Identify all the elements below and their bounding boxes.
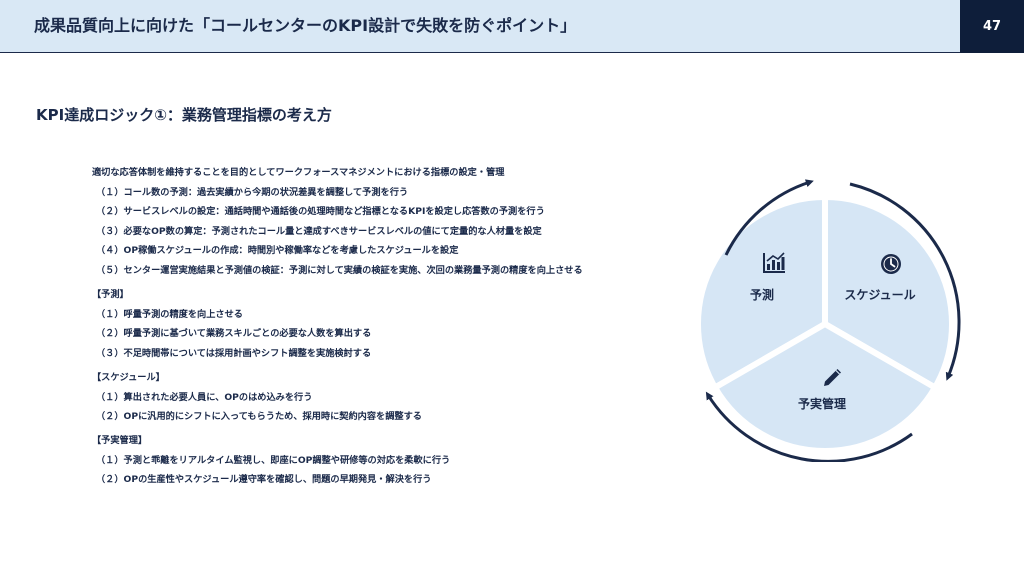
section-title: KPI達成ロジック①：業務管理指標の考え方 xyxy=(36,106,332,124)
list-item: （４）OP稼働スケジュールの作成：時間別や稼働率などを考慮したスケジュールを設定 xyxy=(96,245,459,257)
list-item: （１）予測と乖離をリアルタイム監視し、即座にOP調整や研修等の対応を柔軟に行う xyxy=(96,454,451,466)
list-item: （３）不足時間帯については採用計画やシフト調整を実施検討する xyxy=(96,347,372,359)
forecast-heading: 【予測】 xyxy=(92,289,129,301)
page-title: 成果品質向上に向けた「コールセンターのKPI設計で失敗を防ぐポイント」 xyxy=(34,16,577,35)
cycle-diagram-graphic xyxy=(695,179,961,462)
list-item: （２）サービスレベルの設定：通話時間や通話後の処理時間など指標となるKPIを設定… xyxy=(96,206,545,218)
actual-management-heading: 【予実管理】 xyxy=(92,435,148,447)
list-item: （１）コール数の予測：過去実績から今期の状況差異を調整して予測を行う xyxy=(96,186,409,198)
list-item: （３）必要なOP数の算定：予測されたコール量と達成すべきサービスレベルの値にて定… xyxy=(96,225,542,237)
cycle-arrow xyxy=(849,182,961,381)
header-bar: 成果品質向上に向けた「コールセンターのKPI設計で失敗を防ぐポイント」 47 xyxy=(0,0,1024,53)
segment-label-schedule: スケジュール xyxy=(844,288,916,302)
schedule-heading: 【スケジュール】 xyxy=(92,371,165,383)
segment-label-actual-management: 予実管理 xyxy=(797,397,847,411)
list-item: （１）呼量予測の精度を向上させる xyxy=(96,308,243,320)
list-item: （１）算出された必要人員に、OPのはめ込みを行う xyxy=(96,391,313,403)
page-number: 47 xyxy=(960,0,1024,53)
cycle-arrow xyxy=(705,391,913,462)
segment-actual-management xyxy=(710,320,940,454)
list-item: （２）OPに汎用的にシフトに入ってもらうため、採用時に契約内容を調整する xyxy=(96,411,422,423)
intro-heading: 適切な応答体制を維持することを目的としてワークフォースマネジメントにおける指標の… xyxy=(92,167,505,178)
cycle-diagram: 予測 スケジュール 予実管理 xyxy=(680,172,970,462)
cycle-arrow xyxy=(724,179,814,256)
segment-label-forecast: 予測 xyxy=(749,288,775,302)
list-item: （５）センター運営実施結果と予測値の検証：予測に対して実績の検証を実施、次回の業… xyxy=(96,264,583,276)
list-item: （２）呼量予測に基づいて業務スキルごとの必要な人数を算出する xyxy=(96,328,372,340)
list-item: （２）OPの生産性やスケジュール遵守率を確認し、問題の早期発見・解決を行う xyxy=(96,474,432,486)
content-text: 適切な応答体制を維持することを目的としてワークフォースマネジメントにおける指標の… xyxy=(92,163,652,490)
